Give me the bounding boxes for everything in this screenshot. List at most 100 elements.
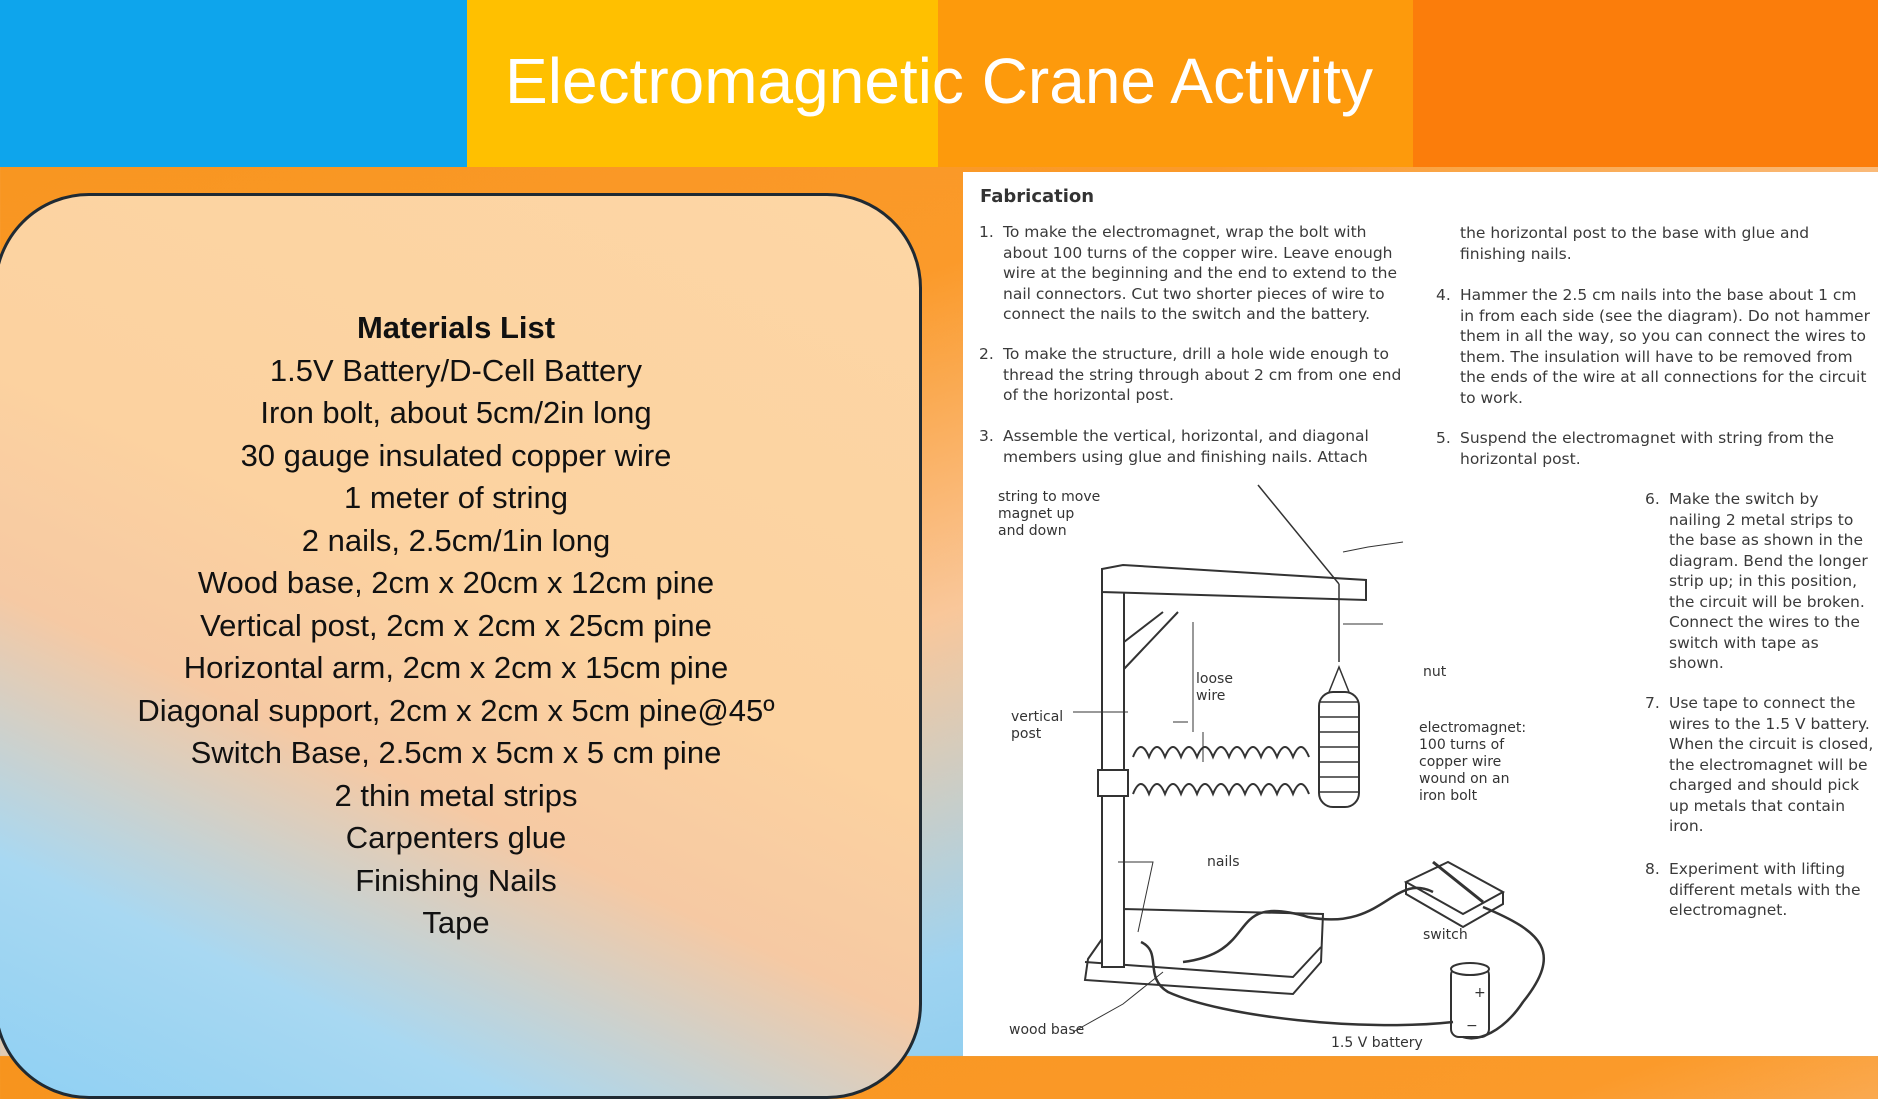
materials-heading: Materials List (356, 310, 556, 345)
step-text: Experiment with lifting different metals… (1669, 860, 1861, 919)
fabrication-document-image: Fabrication 1. To make the electromagnet,… (963, 172, 1878, 1056)
step-number: 7. (1645, 694, 1660, 712)
switch (1403, 860, 1506, 929)
step-number: 5. (1436, 429, 1451, 447)
svg-text:loose: loose (1196, 671, 1233, 687)
step-number: 6. (1645, 490, 1660, 508)
svg-text:wound on an: wound on an (1419, 771, 1509, 787)
svg-text:wood base: wood base (1009, 1022, 1084, 1038)
label-battery: 1.5 V battery (1331, 1035, 1423, 1051)
label-loose-wire: loose (1196, 671, 1233, 687)
step-text: the horizontal post to the base with glu… (1460, 224, 1810, 263)
material-item: Switch Base, 2.5cm x 5cm x 5 cm pine (190, 735, 722, 770)
label-electromagnet: wound on an (1419, 771, 1509, 787)
battery-plus-sign: + (1474, 985, 1486, 1001)
label-nails: nails (1207, 854, 1240, 870)
banner-yellow-segment (467, 0, 938, 167)
svg-text:1.5 V battery: 1.5 V battery (1331, 1035, 1423, 1051)
label-electromagnet: 100 turns of (1419, 737, 1505, 753)
svg-text:magnet up: magnet up (998, 506, 1074, 522)
svg-text:iron bolt: iron bolt (1419, 788, 1478, 804)
crane-diagram: string to move magnet up and down loose … (998, 484, 1545, 1051)
step-1: 1. To make the electromagnet, wrap the bo… (979, 222, 1413, 325)
battery-minus-sign: − (1466, 1018, 1478, 1034)
step-text: Hammer the 2.5 cm nails into the base ab… (1460, 286, 1870, 407)
step-number: 8. (1645, 860, 1660, 878)
svg-text:nut: nut (1423, 664, 1447, 680)
label-electromagnet: copper wire (1419, 754, 1501, 770)
battery (1450, 962, 1490, 1038)
coiled-wire (1132, 746, 1310, 797)
step-3-continued: the horizontal post to the base with glu… (1460, 223, 1860, 264)
material-item: Diagonal support, 2cm x 2cm x 5cm pine@4… (137, 692, 775, 728)
label-nut: nut (1423, 664, 1447, 680)
step-text: Make the switch by nailing 2 metal strip… (1669, 490, 1868, 672)
material-item: 1 meter of string (344, 480, 568, 515)
step-text: Use tape to connect the wires to the 1.5… (1669, 694, 1874, 835)
svg-text:+: + (1474, 985, 1486, 1001)
material-item: Iron bolt, about 5cm/2in long (260, 395, 652, 430)
svg-text:100 turns of: 100 turns of (1419, 737, 1505, 753)
material-item: 30 gauge insulated copper wire (240, 437, 672, 473)
step-number: 1. (979, 223, 994, 241)
material-item: Vertical post, 2cm x 2cm x 25cm pine (200, 607, 712, 643)
svg-text:switch: switch (1423, 927, 1468, 943)
svg-text:nails: nails (1207, 854, 1240, 870)
label-loose-wire: wire (1196, 688, 1225, 704)
material-item: Finishing Nails (355, 862, 557, 898)
electromagnet (1318, 664, 1360, 808)
step-5: 5. Suspend the electromagnet with string … (1436, 428, 1870, 469)
material-item: Tape (422, 905, 490, 940)
label-vertical-post: post (1011, 726, 1042, 742)
title-banner (0, 0, 1878, 167)
step-7: 7. Use tape to connect the wires to the 1… (1645, 693, 1874, 837)
material-item: 1.5V Battery/D-Cell Battery (269, 352, 643, 388)
step-text: Suspend the electromagnet with string fr… (1460, 429, 1835, 468)
materials-list: Materials List 1.5V Battery/D-Cell Batte… (0, 307, 912, 945)
material-item: 2 nails, 2.5cm/1in long (301, 522, 611, 558)
label-wood-base: wood base (1009, 1022, 1084, 1038)
step-3: 3. Assemble the vertical, horizontal, and… (979, 426, 1403, 467)
svg-text:vertical: vertical (1011, 709, 1063, 725)
vertical-post (1097, 586, 1129, 968)
material-item: Wood base, 2cm x 20cm x 12cm pine (197, 565, 715, 600)
banner-dark-orange-segment (1413, 0, 1878, 167)
circuit-wire (1140, 886, 1545, 1040)
banner-orange-segment (938, 0, 1413, 167)
label-string: and down (998, 523, 1067, 539)
step-text: Assemble the vertical, horizontal, and d… (1003, 427, 1369, 466)
fabrication-heading: Fabrication (980, 186, 1095, 207)
label-string: string to move (998, 489, 1100, 505)
step-number: 3. (979, 427, 994, 445)
svg-text:wire: wire (1196, 688, 1225, 704)
svg-text:electromagnet:: electromagnet: (1419, 720, 1526, 736)
material-item: Horizontal arm, 2cm x 2cm x 15cm pine (183, 650, 729, 685)
material-item: 2 thin metal strips (334, 777, 578, 813)
step-4: 4. Hammer the 2.5 cm nails into the base … (1436, 285, 1870, 408)
label-switch: switch (1423, 927, 1468, 943)
svg-text:−: − (1466, 1018, 1478, 1034)
svg-text:and down: and down (998, 523, 1067, 539)
step-6: 6. Make the switch by nailing 2 metal str… (1645, 489, 1874, 674)
step-text: To make the structure, drill a hole wide… (1003, 345, 1402, 404)
material-item: Carpenters glue (345, 820, 567, 855)
horizontal-arm (1101, 563, 1367, 670)
materials-card (0, 193, 922, 1099)
leader-lines (1072, 541, 1404, 1033)
step-number: 2. (979, 345, 994, 363)
banner-blue-segment (0, 0, 467, 167)
diagram-labels: string to move magnet up and down loose … (998, 489, 1526, 1051)
label-electromagnet: electromagnet: (1419, 720, 1526, 736)
label-electromagnet: iron bolt (1419, 788, 1478, 804)
svg-text:post: post (1011, 726, 1042, 742)
step-text: To make the electromagnet, wrap the bolt… (1003, 223, 1398, 323)
label-string: magnet up (998, 506, 1074, 522)
step-2: 2. To make the structure, drill a hole wi… (979, 344, 1413, 406)
string (1257, 484, 1340, 662)
slide-title: Electromagnetic Crane Activity (505, 45, 1373, 117)
svg-text:copper wire: copper wire (1419, 754, 1501, 770)
label-vertical-post: vertical (1011, 709, 1063, 725)
step-8: 8. Experiment with lifting different meta… (1645, 859, 1874, 921)
step-number: 4. (1436, 286, 1451, 304)
svg-text:string to move: string to move (998, 489, 1100, 505)
